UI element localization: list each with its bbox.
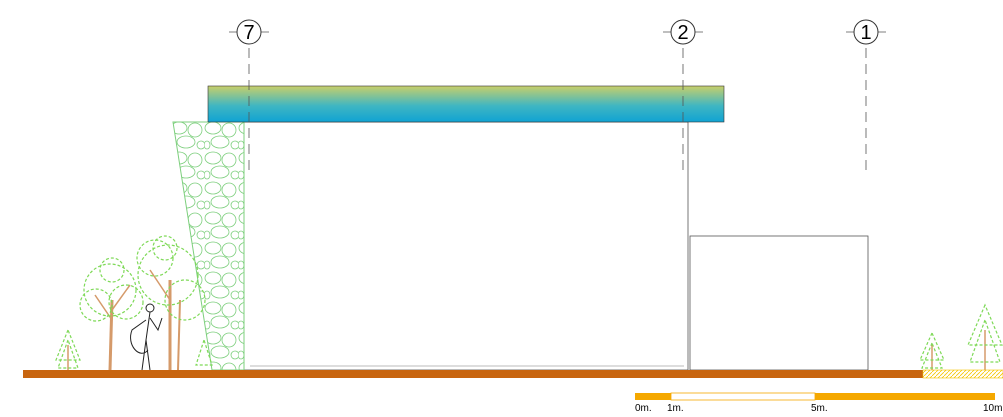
grid-label-2: 2 [677, 22, 688, 44]
main-wall [243, 121, 689, 371]
person-figure [130, 303, 163, 371]
scale-label-0: 0m. [635, 403, 652, 414]
stone-wall [172, 121, 245, 371]
side-block [689, 235, 869, 371]
scale-label-5: 5m. [811, 403, 828, 414]
grid-lines [248, 48, 867, 175]
tree-right-2 [967, 303, 1003, 370]
grid-marker-1: 1 [846, 19, 886, 45]
grid-marker-7: 7 [229, 19, 269, 45]
shrub-small-wall [195, 338, 213, 366]
scale-label-10: 10m [983, 403, 1002, 414]
tree-right-1 [919, 331, 945, 370]
grid-label-7: 7 [243, 22, 254, 44]
tree-large-left [79, 257, 144, 371]
grid-marker-2: 2 [663, 19, 703, 45]
roof-canopy [207, 85, 725, 123]
shrub-small-left [55, 328, 81, 370]
ground-hatch [922, 369, 1003, 379]
tree-large-center [136, 235, 206, 371]
scale-bar: 0m. 1m. 5m. 10m [635, 392, 1002, 414]
grid-label-1: 1 [860, 22, 871, 44]
ground-line [23, 370, 923, 378]
scale-label-1: 1m. [667, 403, 684, 414]
